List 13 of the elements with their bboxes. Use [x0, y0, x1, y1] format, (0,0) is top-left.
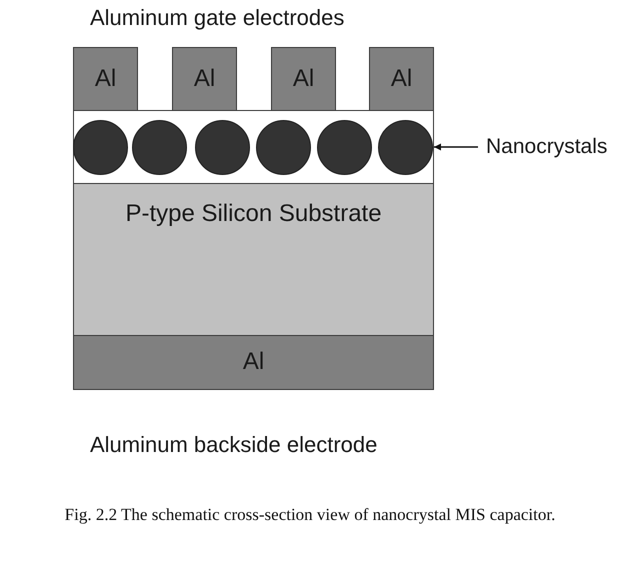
gate-electrode: Al — [73, 47, 138, 111]
electrode-label: Aluminum backside electrode — [90, 432, 378, 458]
gate-electrode: Al — [271, 47, 336, 111]
electrode-label: Aluminum gate electrodes — [90, 5, 344, 31]
callout-label: Nanocrystals — [478, 132, 608, 162]
substrate-layer: P-type Silicon Substrate — [73, 183, 434, 336]
nanocrystal-layer — [73, 110, 434, 184]
leader-arrow — [434, 144, 478, 150]
gate-electrode: Al — [172, 47, 237, 111]
nanocrystal-circle — [72, 120, 128, 174]
gate-electrode: Al — [369, 47, 434, 111]
backside-electrode: Al — [73, 335, 434, 390]
figure-caption: Fig. 2.2 The schematic cross-section view of nanocrystal MIS capacitor. — [64, 505, 556, 525]
